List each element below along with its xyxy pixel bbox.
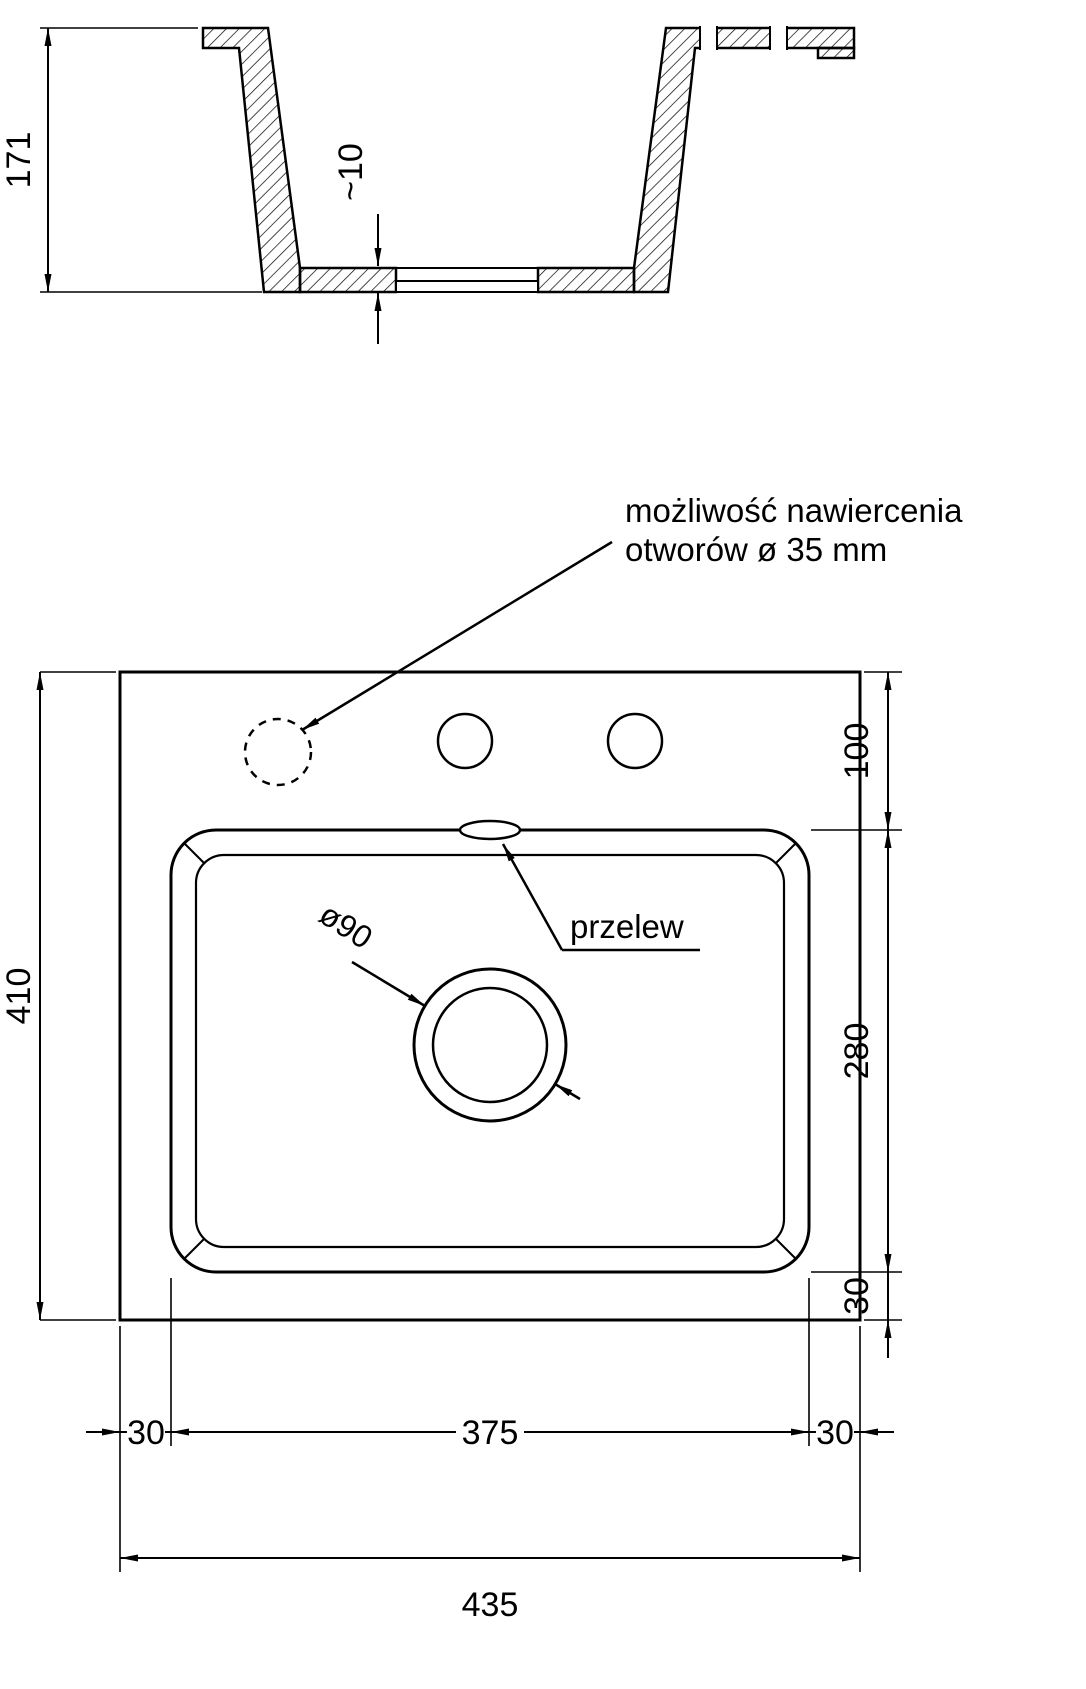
drain-diameter-arrow-far xyxy=(554,1082,581,1101)
dimension-total-height: 410 xyxy=(0,672,44,1320)
dimension-bottom-margin: 30 xyxy=(838,1272,892,1358)
section-right-wall-deck xyxy=(632,26,856,294)
drill-note-line-2: otworów ø 35 mm xyxy=(625,531,887,568)
cross-section-view: 171 ~10 xyxy=(0,25,856,344)
section-faucet-hole-1 xyxy=(699,25,718,51)
plan-view: możliwość nawiercenia otworów ø 35 mm pr… xyxy=(0,492,963,1624)
bowl-corner-lines xyxy=(183,842,797,1260)
dim-label-30-left: 30 xyxy=(127,1414,165,1452)
drain-diameter-arrow-near xyxy=(351,960,426,1008)
dim-label-410: 410 xyxy=(0,968,38,1025)
section-floor-left xyxy=(298,266,398,294)
overflow-callout: przelew xyxy=(501,843,700,952)
section-left-wall xyxy=(201,26,302,294)
drain-diameter-callout: ø90 xyxy=(313,896,581,1101)
dim-label-435: 435 xyxy=(462,1586,519,1624)
drill-note-arrow xyxy=(301,540,613,732)
overflow-slot xyxy=(458,819,522,841)
section-deck-end-block xyxy=(816,46,856,60)
optional-hole-dashed-circle xyxy=(243,717,313,787)
dim-label-100: 100 xyxy=(838,723,876,780)
dimension-bottom-chain: 30 375 30 xyxy=(86,1414,894,1452)
drain-diameter-label: ø90 xyxy=(313,896,379,956)
bowl-outer-rim xyxy=(169,828,811,1274)
drill-note-line-1: możliwość nawiercenia xyxy=(625,492,963,529)
dim-label-280: 280 xyxy=(838,1023,876,1080)
dimension-total-width: 435 xyxy=(120,1554,860,1624)
section-drain-recess xyxy=(395,280,539,293)
drain-inner-circle xyxy=(431,986,549,1104)
extension-lines xyxy=(40,671,902,1572)
bowl-inner-rim xyxy=(194,853,786,1249)
drain-outer-circle xyxy=(412,967,568,1123)
dimension-bowl-length: 280 xyxy=(838,830,892,1272)
dim-label-floor-thickness: ~10 xyxy=(332,143,370,201)
faucet-hole-circle-1 xyxy=(436,712,494,770)
dim-label-171: 171 xyxy=(0,132,38,189)
section-faucet-hole-2 xyxy=(769,25,788,51)
dim-label-30-right: 30 xyxy=(816,1414,854,1452)
overflow-arrow xyxy=(501,843,564,951)
dimension-deck-offset: 100 xyxy=(838,672,892,830)
section-floor-right xyxy=(536,266,636,294)
dimension-floor-thickness: ~10 xyxy=(332,143,382,344)
dim-label-30-bottom: 30 xyxy=(838,1277,876,1315)
overflow-label: przelew xyxy=(570,908,684,945)
faucet-hole-circle-2 xyxy=(606,712,664,770)
drill-note: możliwość nawiercenia otworów ø 35 mm xyxy=(301,492,963,732)
dim-label-375: 375 xyxy=(462,1414,519,1452)
dimension-section-height: 171 xyxy=(0,27,262,293)
sink-outer-rect xyxy=(118,670,862,1322)
